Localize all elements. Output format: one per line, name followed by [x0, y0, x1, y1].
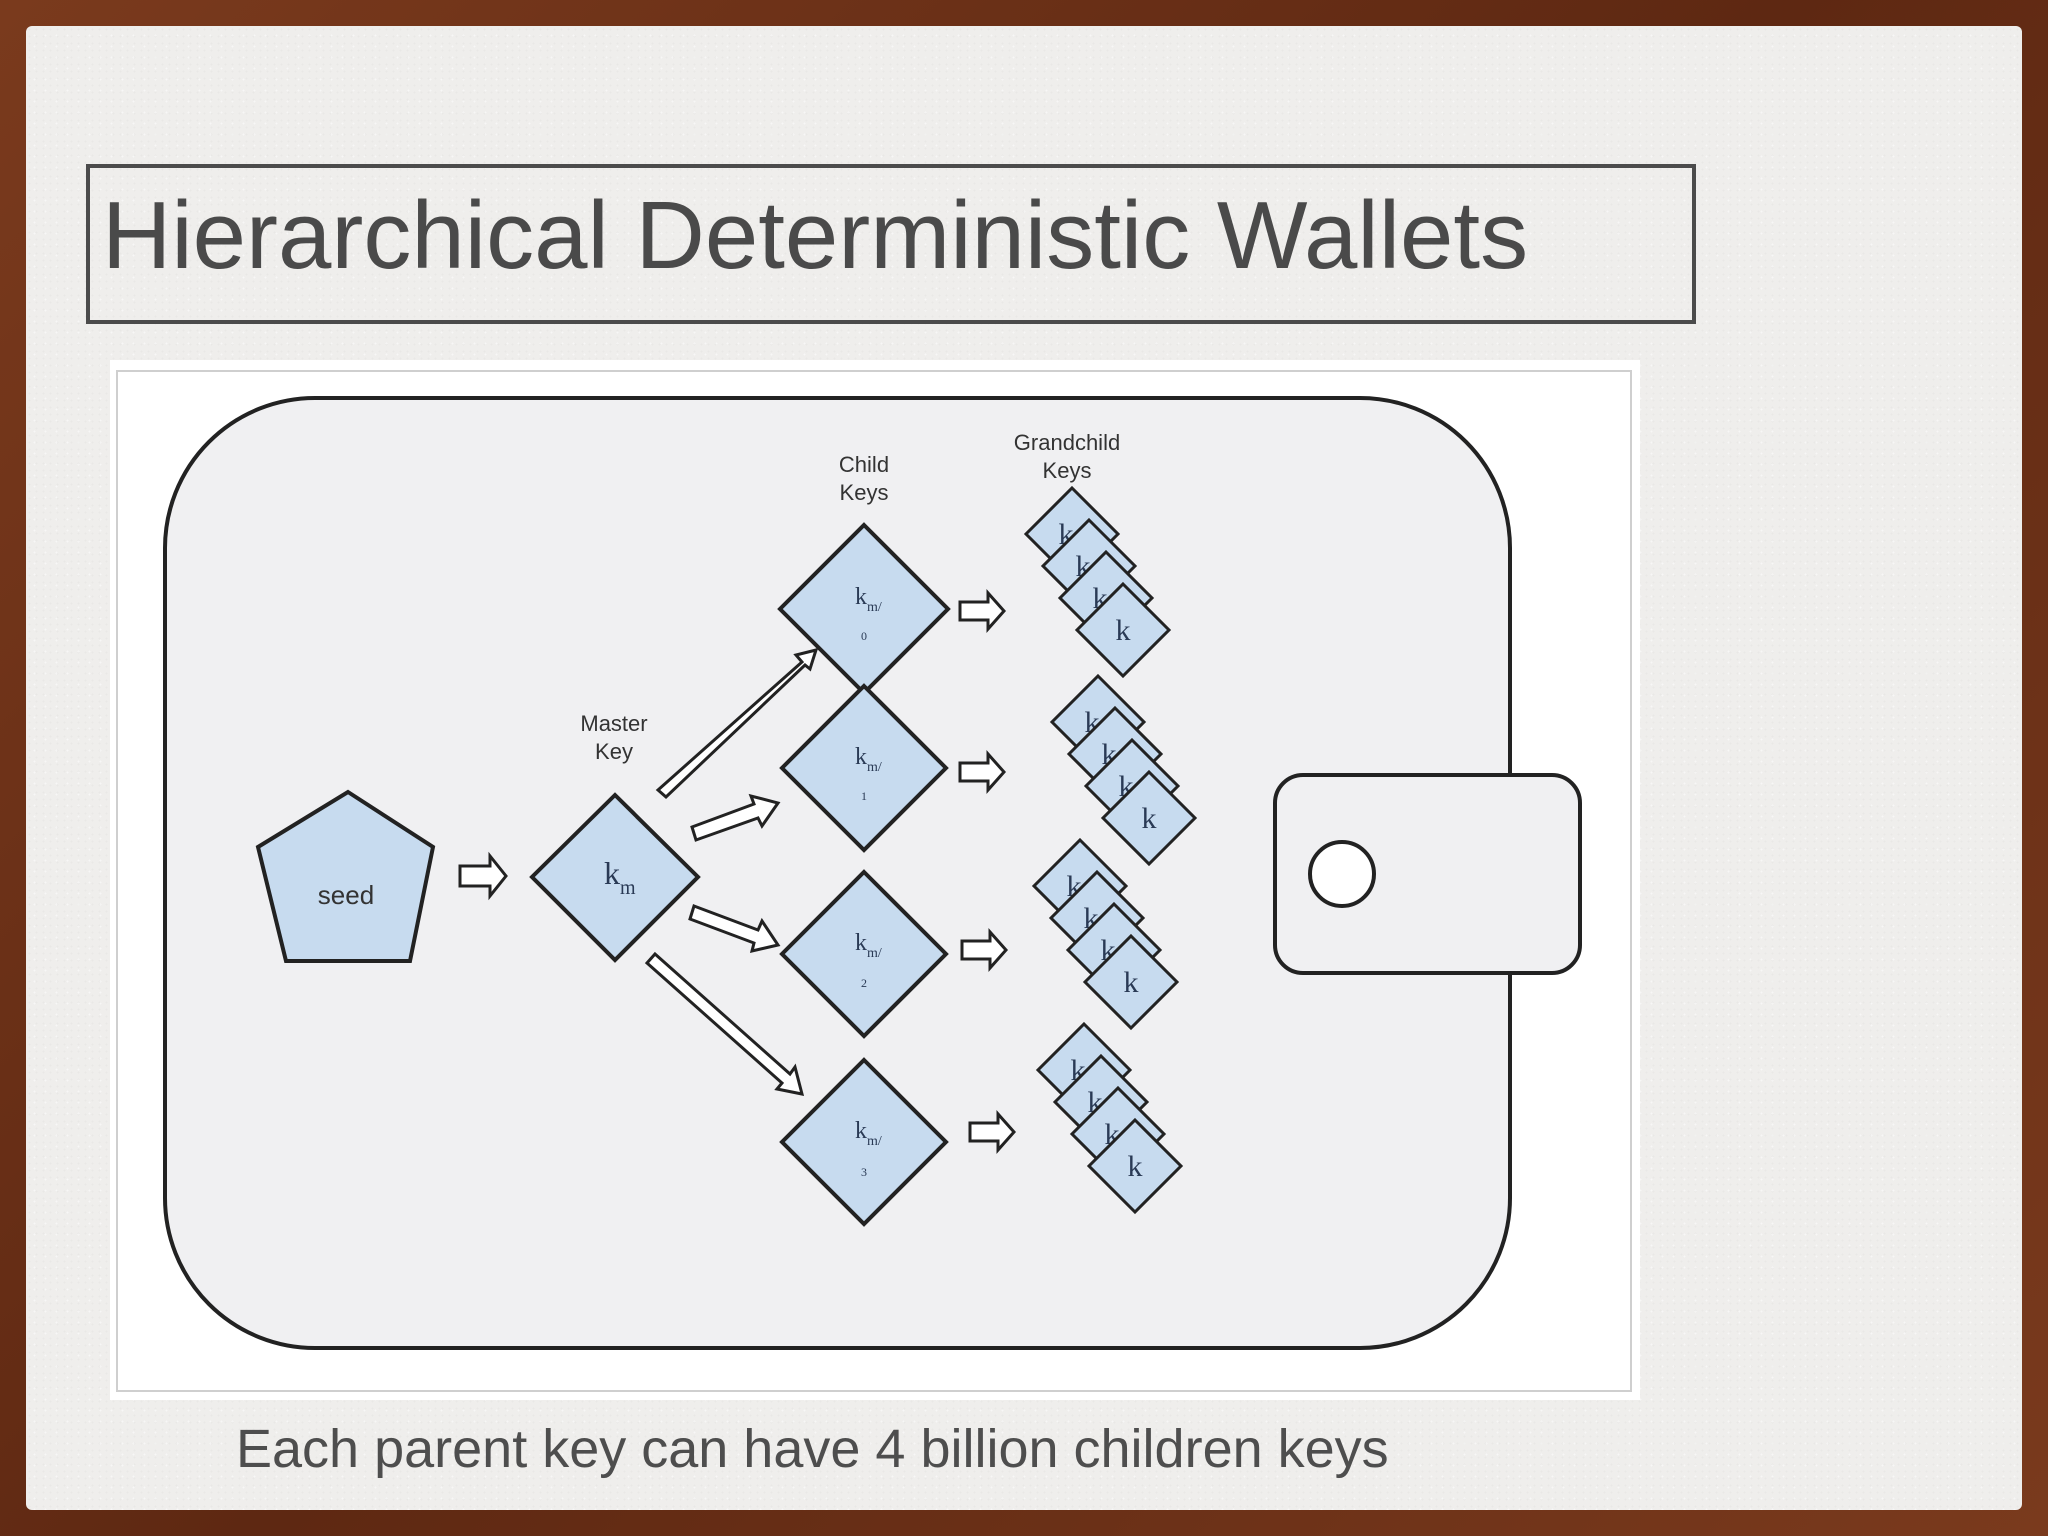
master-key-header-line2: Key — [595, 739, 633, 764]
svg-text:km/: km/ — [855, 930, 882, 961]
svg-text:km/: km/ — [855, 1118, 882, 1149]
child-key-1-index: 1 — [861, 789, 867, 803]
master-to-child0-arrow — [655, 647, 819, 800]
master-key-label: km — [604, 855, 636, 899]
grandchild-key-diamond — [1086, 1117, 1184, 1215]
diagram-border — [116, 370, 1632, 1392]
child1-to-grandchild-arrow — [958, 750, 1007, 794]
child-key-3-diamond — [779, 1057, 949, 1227]
slide-title: Hierarchical Deterministic Wallets — [102, 182, 1529, 289]
seed-pentagon — [255, 789, 436, 963]
child-key-2-index: 2 — [861, 976, 867, 990]
master-to-child2-arrow — [688, 904, 781, 954]
child-key-1: km/ 1 — [779, 683, 949, 853]
svg-text:km/: km/ — [855, 584, 882, 615]
grandchild-key-label: k — [1128, 1150, 1143, 1183]
wallet-clasp-button — [1308, 840, 1376, 908]
master-key-diamond — [529, 792, 701, 963]
slide-caption: Each parent key can have 4 billion child… — [236, 1419, 1389, 1479]
diagram-figure: Master Key Child Keys Grandchild Keys se… — [110, 360, 1640, 1400]
child-keys-header-line2: Keys — [840, 480, 889, 505]
hd-wallet-diagram: Master Key Child Keys Grandchild Keys se… — [163, 396, 1582, 1350]
grandchild-key-label: k — [1142, 802, 1157, 835]
master-to-child1-arrow — [690, 793, 781, 842]
child2-to-grandchild-arrow — [960, 928, 1009, 972]
child-key-2: km/ 2 — [779, 869, 949, 1039]
svg-text:km/: km/ — [855, 744, 882, 775]
child-key-1-diamond — [779, 683, 949, 853]
grandchild-key-diamond — [1074, 581, 1172, 679]
grandchild-keys-header-line1: Grandchild — [1014, 430, 1120, 455]
seed-to-master-arrow — [458, 851, 508, 901]
title-box: Hierarchical Deterministic Wallets — [86, 164, 1696, 324]
child-key-0-index: 0 — [861, 629, 867, 643]
child-key-3: km/ 3 — [779, 1057, 949, 1227]
grandchild-keys-header-line2: Keys — [1043, 458, 1092, 483]
master-to-child3-arrow — [644, 951, 805, 1096]
grandchild-key-label: k — [1124, 966, 1139, 999]
child3-to-grandchild-arrow — [968, 1110, 1017, 1154]
grandchild-key-diamond — [1082, 933, 1180, 1031]
grandchild-key-label: k — [1116, 614, 1131, 647]
seed-label: seed — [318, 880, 374, 910]
child-key-2-diamond — [779, 869, 949, 1039]
slide: Hierarchical Deterministic Wallets Maste… — [26, 26, 2022, 1510]
child-keys-header-line1: Child — [839, 452, 889, 477]
child0-to-grandchild-arrow — [958, 589, 1007, 633]
grandchild-key-diamond — [1100, 769, 1198, 867]
child-key-3-index: 3 — [861, 1165, 867, 1179]
wallet-clasp — [1273, 773, 1582, 975]
master-key-header-line1: Master — [580, 711, 647, 736]
